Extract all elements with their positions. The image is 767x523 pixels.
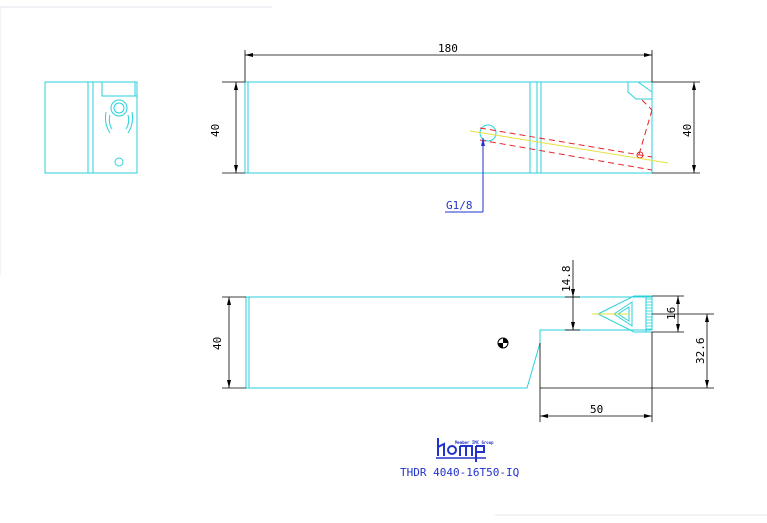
coolant-port-label: G1/8 [446, 199, 473, 212]
side-view [245, 295, 653, 389]
dim-bottom-left-height: 40 [211, 337, 224, 350]
top-view-dimensions [222, 50, 700, 213]
top-view [244, 81, 669, 174]
dim-head-length-50: 50 [590, 403, 603, 416]
dim-insert-16: 16 [665, 307, 678, 320]
dim-top-right-height: 40 [681, 124, 694, 137]
logo-imc-text: Member IMC Group [455, 440, 494, 445]
dim-top-left-height: 40 [209, 124, 222, 137]
part-number: THDR 4040-16T50-IQ [400, 466, 519, 479]
logo [436, 438, 486, 462]
end-view [44, 81, 138, 174]
dim-offset-14-8: 14.8 [560, 266, 573, 293]
dim-length-180: 180 [438, 42, 458, 55]
dim-height-32-6: 32.6 [694, 338, 707, 365]
side-view-dimensions [222, 260, 714, 422]
